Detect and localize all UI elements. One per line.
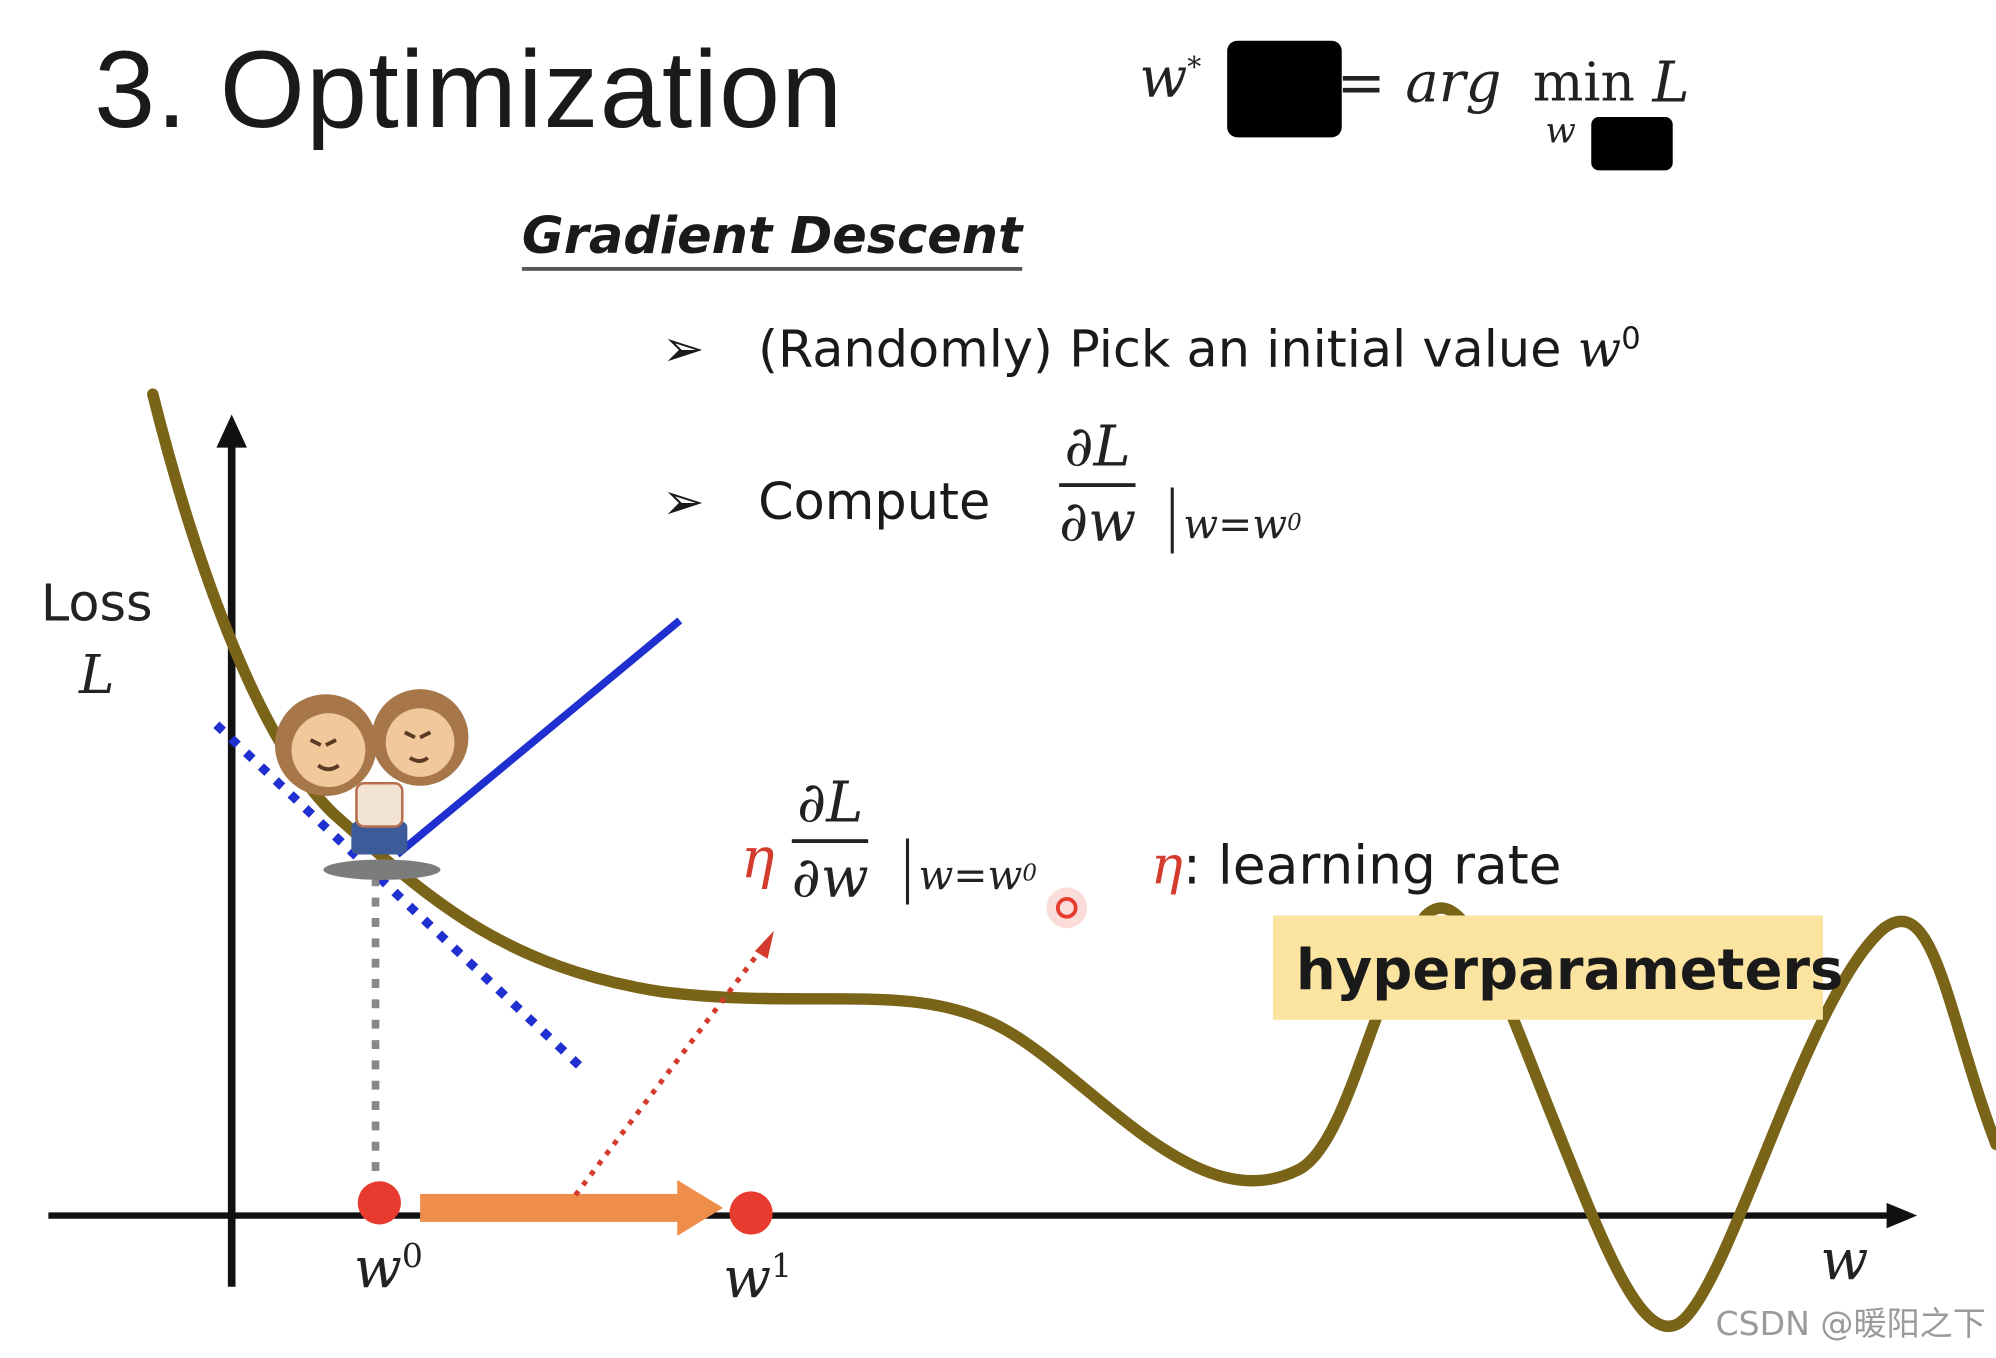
laser-pointer-icon <box>1046 887 1088 929</box>
bullet-2-text: Compute <box>758 472 991 532</box>
bullet-1-var: w <box>1577 320 1622 380</box>
x-axis-label: w <box>1820 1228 1869 1294</box>
formula-sub: w <box>1545 109 1576 152</box>
eval-bar: | <box>1160 478 1184 555</box>
formula-arg: arg <box>1405 50 1502 116</box>
learning-rate-eta: η <box>1150 834 1183 897</box>
point-w0 <box>357 1181 401 1225</box>
w0-var: w <box>353 1235 402 1301</box>
bullet-1-sup: 0 <box>1621 320 1641 357</box>
eval-sup: 0 <box>1022 860 1037 888</box>
eval-var: w=w <box>1183 499 1288 549</box>
derivative-fraction: ∂L ∂w <box>1059 414 1137 555</box>
step-eta: η <box>740 826 775 892</box>
step-pointer-line <box>573 944 766 1197</box>
redaction-block <box>1227 40 1342 138</box>
bullet-marker-icon: ➢ <box>661 472 705 532</box>
bullet-marker-icon: ➢ <box>661 320 705 380</box>
step-denominator: ∂w <box>791 845 869 911</box>
formula-target: L <box>1652 50 1690 116</box>
derivative-numerator: ∂L <box>1064 414 1131 480</box>
derivative-denominator: ∂w <box>1059 489 1137 555</box>
slope-line <box>394 617 683 858</box>
monkey-character-icon <box>274 689 469 880</box>
formula-lhs: w <box>1139 45 1188 111</box>
w1-var: w <box>723 1246 772 1311</box>
fraction-bar <box>791 839 869 844</box>
x-axis-arrowhead <box>1886 1202 1918 1229</box>
step-fraction: ∂L ∂w <box>791 770 869 911</box>
hyperparameters-box: hyperparameters <box>1273 915 1843 1020</box>
eval-bar: | <box>896 829 919 906</box>
w0-sup: 0 <box>401 1237 423 1276</box>
loss-curve <box>147 388 1996 1332</box>
fraction-bar <box>1059 483 1137 487</box>
watermark: CSDN @暖阳之下 <box>1715 1305 1986 1344</box>
derivative-eval: |w=w0 <box>1161 478 1302 554</box>
learning-rate-text: : learning rate <box>1182 834 1562 897</box>
step-pointer-arrowhead <box>754 930 774 959</box>
step-numerator: ∂L <box>797 770 864 836</box>
hyperparameters-label: hyperparameters <box>1295 938 1844 1004</box>
step-arrow-head <box>677 1179 724 1236</box>
formula-min: min <box>1532 50 1635 114</box>
slide-title: 3. Optimization <box>94 29 844 152</box>
y-axis-label-word: Loss <box>40 574 153 634</box>
step-arrow-shaft <box>420 1193 688 1222</box>
learning-rate-note: η: learning rate <box>1151 834 1562 896</box>
section-heading: Gradient Descent <box>521 209 1023 271</box>
formula-lhs-sup: * <box>1187 52 1202 85</box>
redaction-block <box>1591 116 1673 171</box>
step-eval: |w=w0 <box>896 829 1037 905</box>
w1-label: w1 <box>723 1246 792 1311</box>
point-w1 <box>729 1191 773 1235</box>
w1-sup: 1 <box>771 1247 793 1286</box>
formula-eq: = <box>1336 48 1386 117</box>
eval-var: w=w <box>918 850 1023 899</box>
y-axis-label: Loss L <box>38 575 155 706</box>
w0-label: w0 <box>354 1236 423 1301</box>
bullet-1-text: (Randomly) Pick an initial value <box>758 320 1578 380</box>
bullet-1: ➢ (Randomly) Pick an initial value w0 <box>662 320 1641 379</box>
y-axis-arrowhead <box>216 414 247 448</box>
eval-sup: 0 <box>1287 509 1302 537</box>
optimization-formula: w* <box>1139 46 1201 111</box>
tangent-line-dotted <box>213 721 583 1069</box>
bullet-2: ➢ Compute <box>662 473 990 531</box>
y-axis-label-var: L <box>78 643 115 706</box>
